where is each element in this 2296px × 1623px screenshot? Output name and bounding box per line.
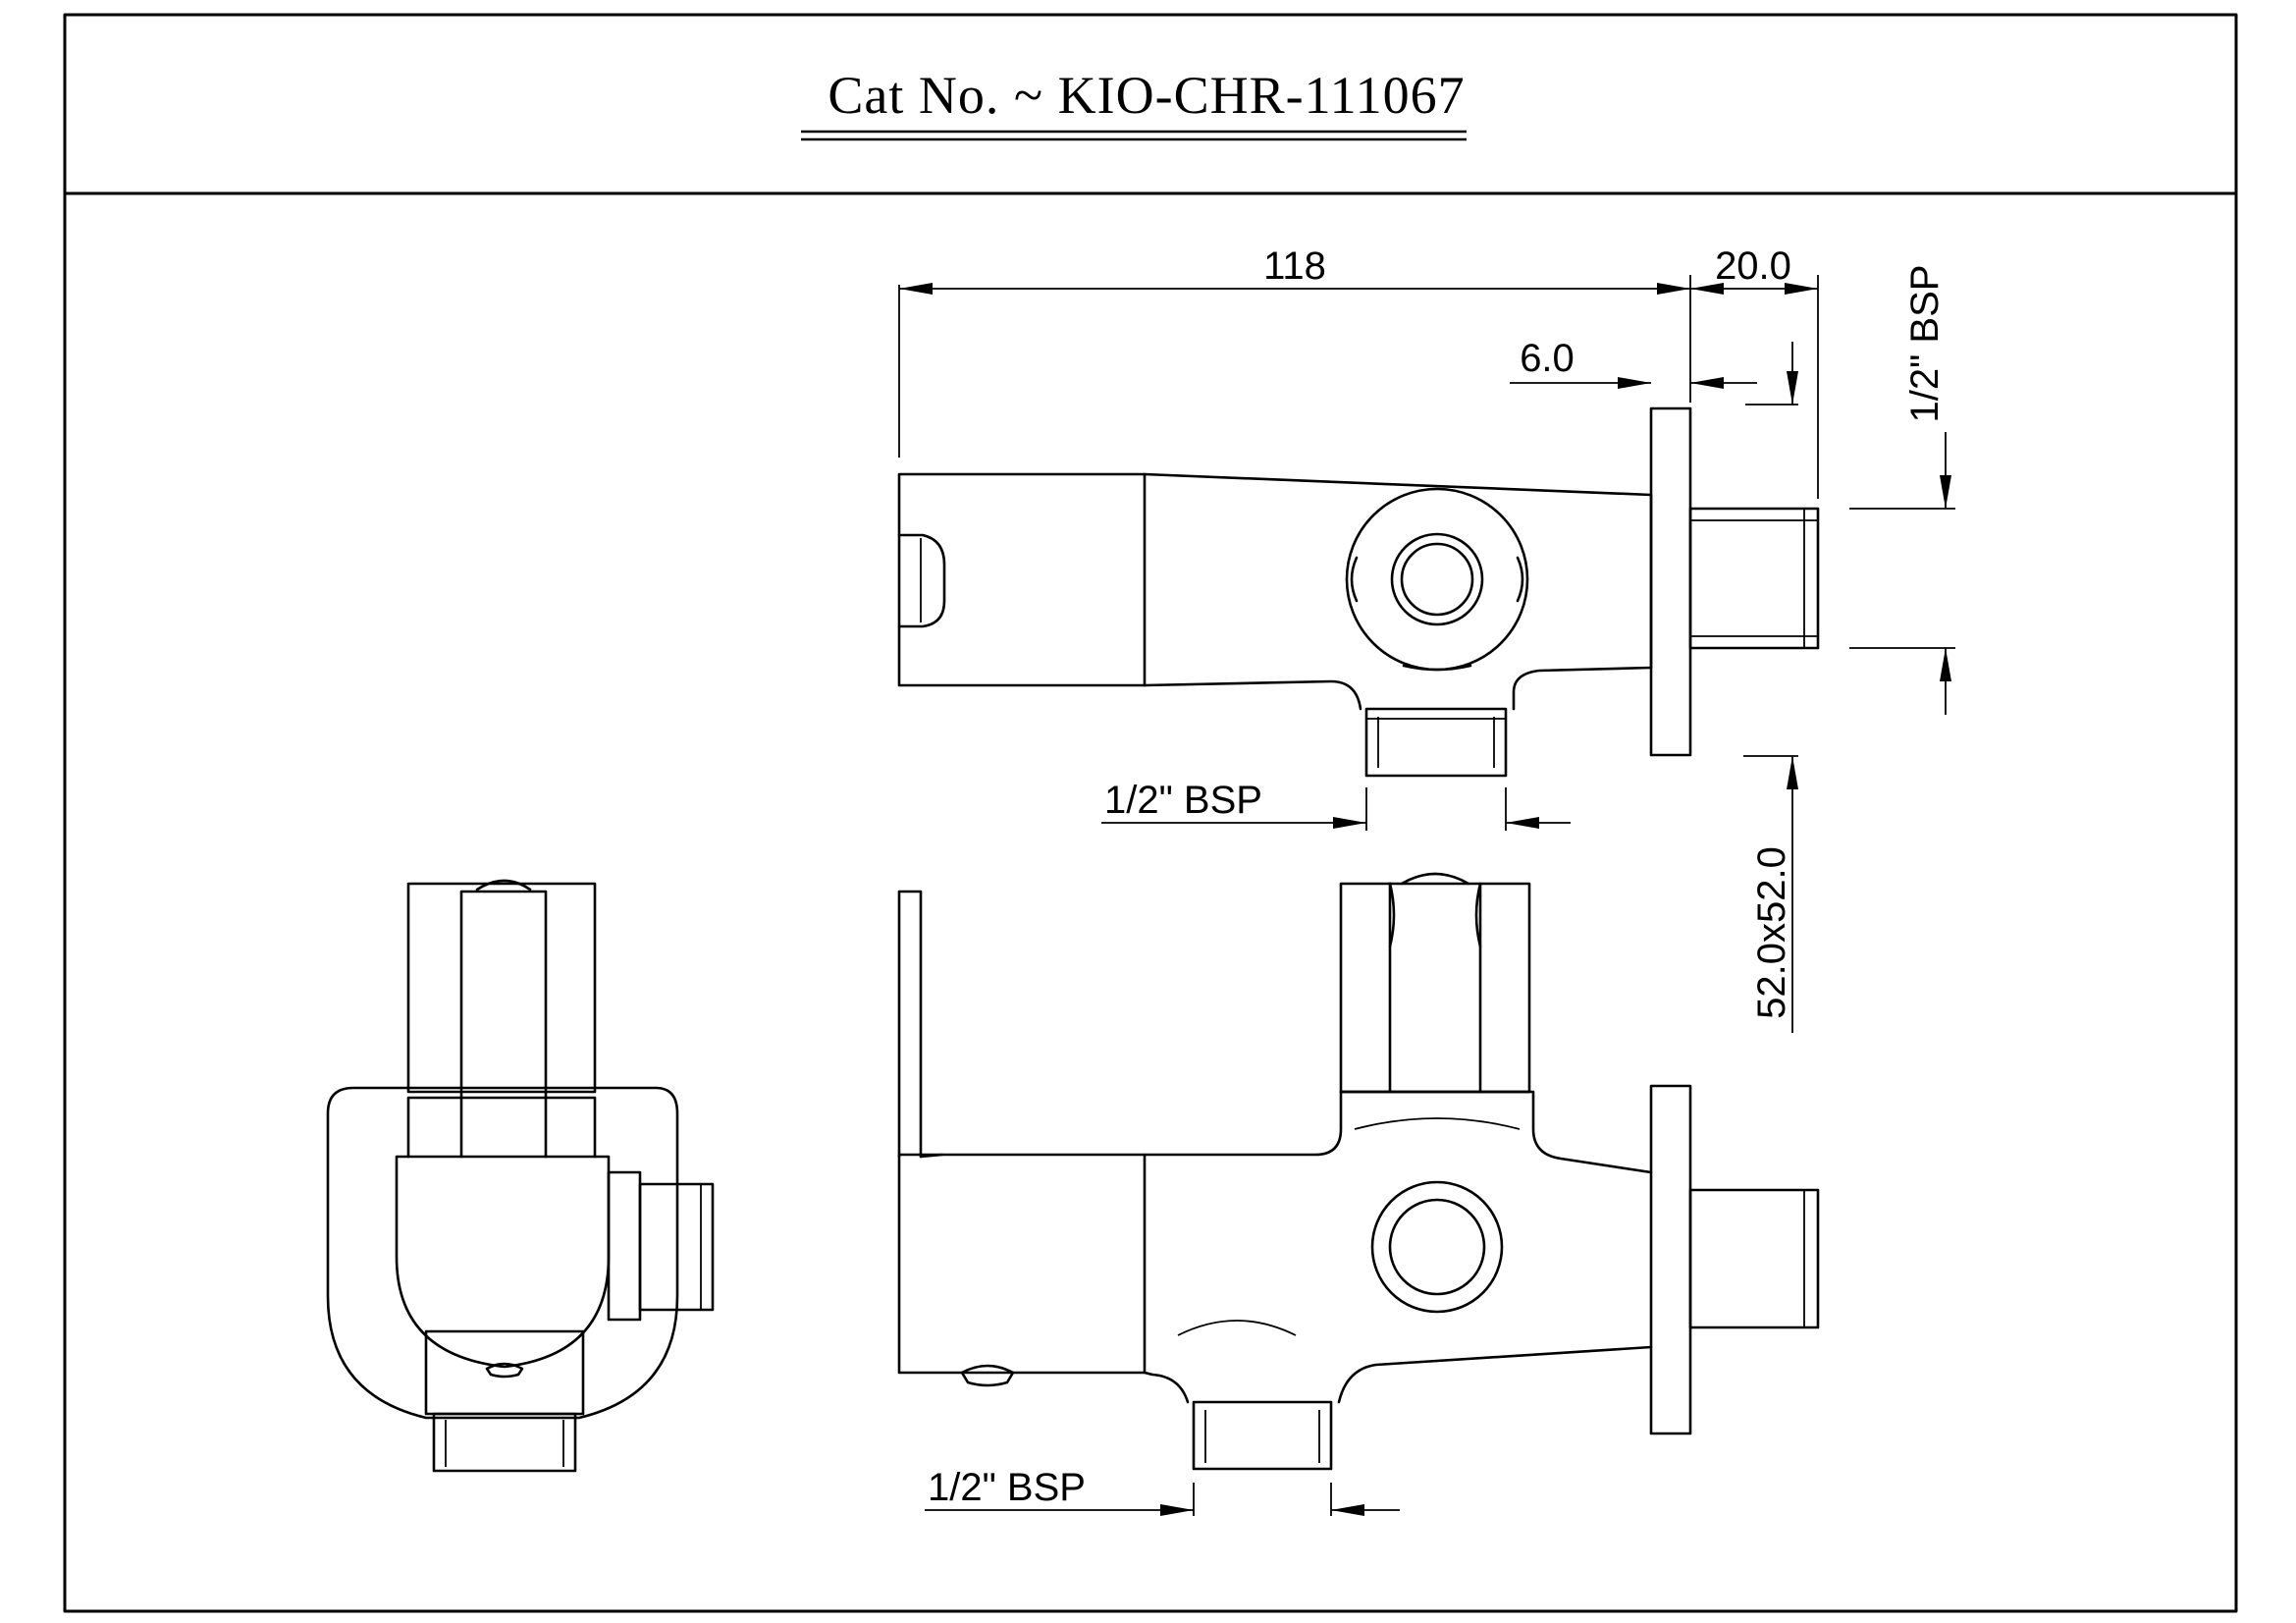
front-view-inlet-thread [1688, 1188, 1820, 1329]
front-view-body [1143, 1090, 1653, 1174]
front-view [897, 872, 1820, 1471]
title-block: Cat No. ~ KIO-CHR-111067 [801, 66, 1467, 141]
side-view-housing [326, 1086, 679, 1420]
dimension-outlet-thread-front: 1/2" BSP [925, 1466, 1400, 1516]
dimension-outlet-thread-top: 1/2" BSP [1101, 779, 1571, 831]
side-view-side-thread [607, 1170, 642, 1322]
dimension-flange-offset: 6.0 [1510, 337, 1798, 406]
top-view-wall-flange [1649, 406, 1692, 757]
drawing-frame [63, 13, 2238, 1613]
side-view-body [395, 1155, 611, 1369]
front-view-diverter-knob [1370, 1180, 1504, 1314]
catalog-number-title: Cat No. ~ KIO-CHR-111067 [828, 66, 1465, 125]
dimension-20-label: 20.0 [1715, 244, 1791, 288]
side-view [326, 879, 715, 1473]
dimension-6-label: 6.0 [1520, 337, 1575, 380]
dimension-flange-size-label: 52.0x52.0 [1750, 846, 1793, 1019]
top-view-handle-recess [897, 533, 946, 628]
front-view-handle-block [897, 1153, 1147, 1375]
dimensions: 118 20.0 6.0 [898, 244, 1955, 1516]
dimension-118-label: 118 [1263, 244, 1326, 288]
top-view-inlet-thread [1688, 507, 1820, 650]
side-view-lever-frame [406, 882, 597, 1094]
dimension-outlet-thread-top-label: 1/2" BSP [1104, 779, 1262, 822]
dimension-outlet-thread-front-label: 1/2" BSP [928, 1466, 1086, 1509]
dimension-flange-size: 52.0x52.0 [1743, 755, 1798, 1033]
front-view-diverter-top [1339, 882, 1531, 1094]
top-view-outlet-thread [1364, 707, 1508, 778]
top-view-handle-block [897, 472, 1147, 687]
front-view-wall-flange [1649, 1084, 1692, 1435]
dimension-inlet-thread-label: 1/2" BSP [1903, 265, 1947, 423]
dimension-inlet-thread: 1/2" BSP [1849, 265, 1955, 715]
top-view-body [1143, 472, 1653, 711]
dimension-overall-length: 118 [898, 244, 1690, 458]
side-view-bottom-thread [432, 1412, 577, 1473]
top-view-diverter-knob [1345, 487, 1529, 672]
top-view [897, 406, 1820, 778]
front-view-outlet-thread [1192, 1400, 1333, 1471]
front-view-lever [897, 890, 923, 1159]
dimension-thread-length: 20.0 [1689, 244, 1819, 499]
